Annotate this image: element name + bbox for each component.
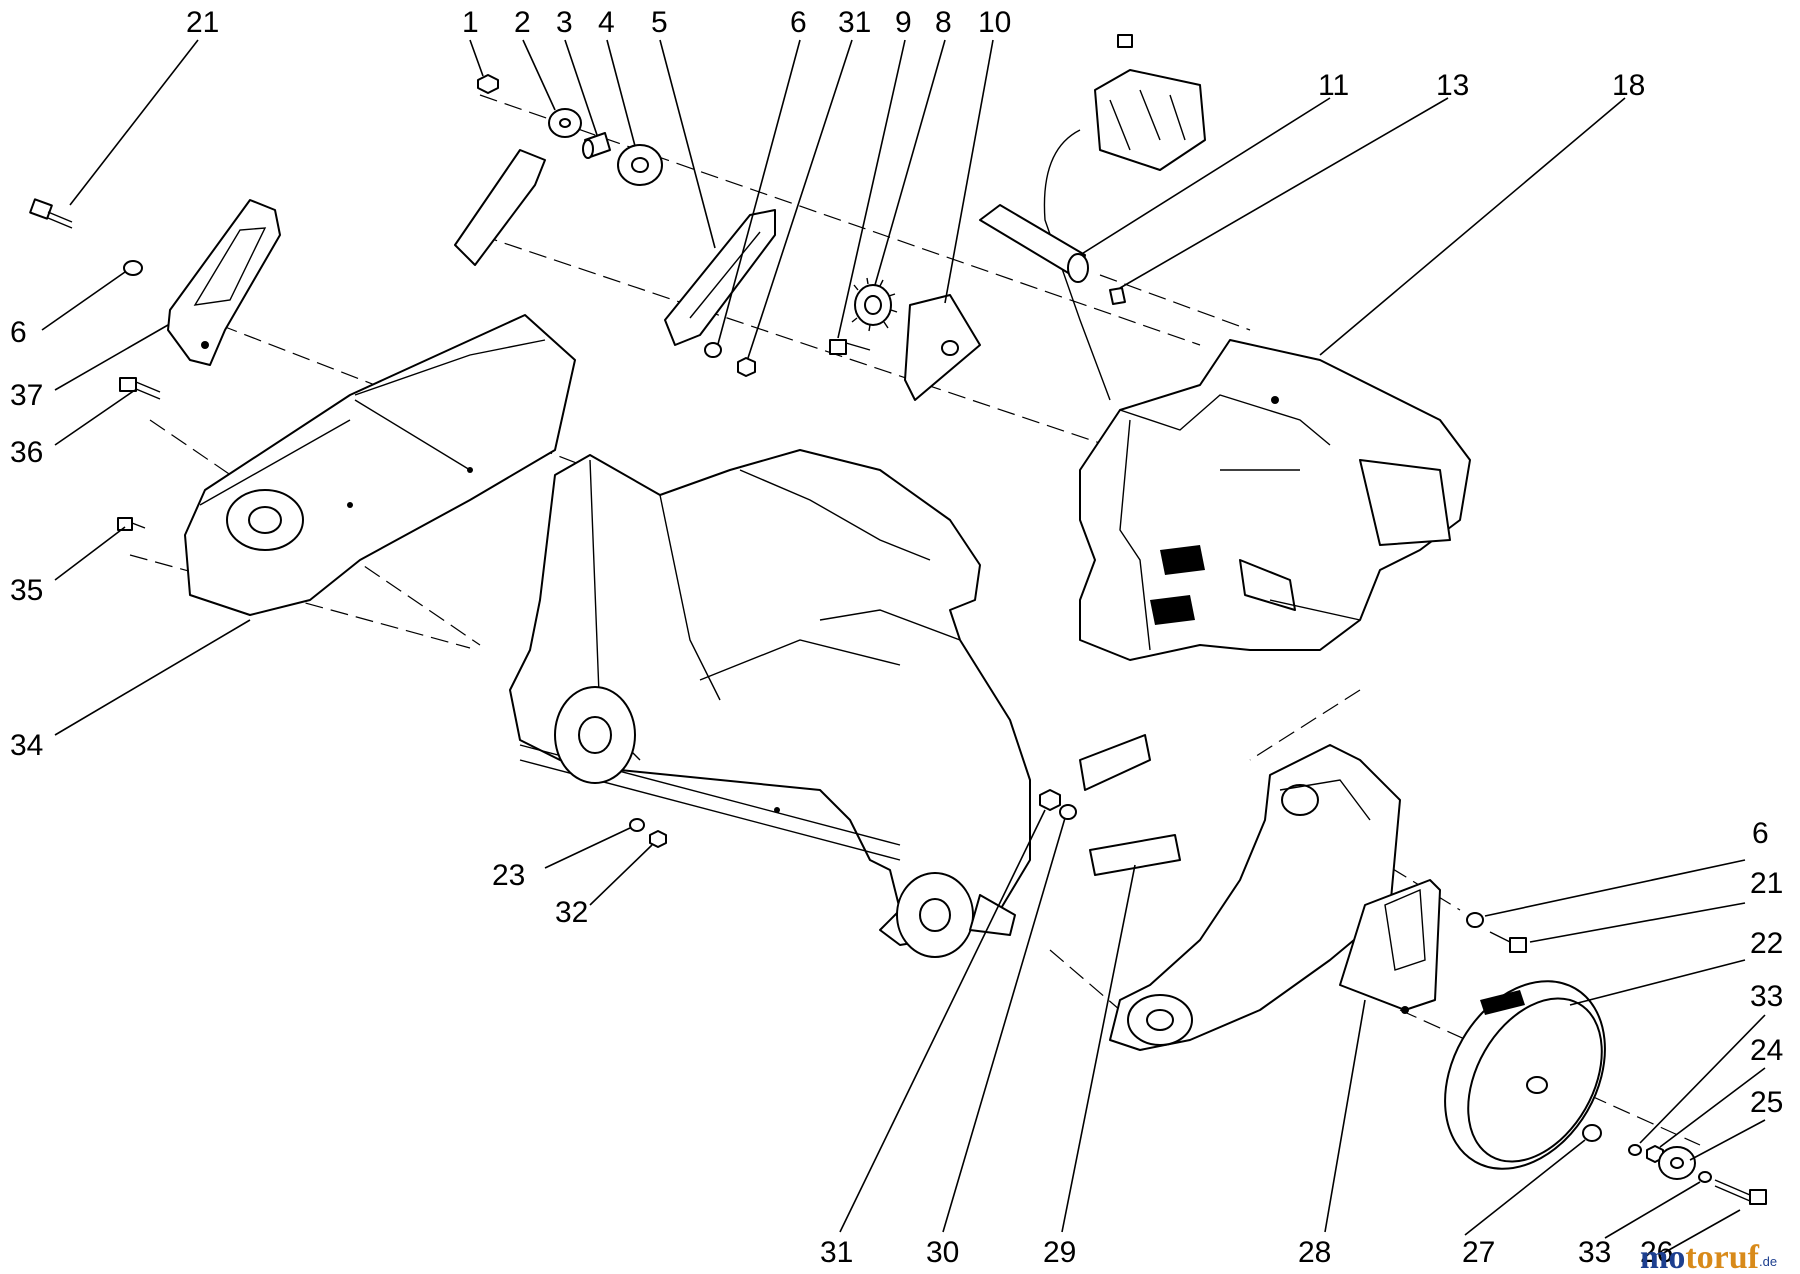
- wheel-part-22: [1444, 980, 1606, 1170]
- callout-labels: 21 1 2 3 4 5 6 31 9 8 10 11 13 18 6 37 3…: [10, 6, 1783, 1269]
- bushing-part-25: [1658, 1146, 1696, 1180]
- callout-18: 18: [1612, 69, 1645, 102]
- callout-35: 35: [10, 574, 43, 607]
- callout-6-top: 6: [790, 6, 807, 39]
- tube-part-11: [979, 204, 1089, 283]
- callout-33-right: 33: [1750, 980, 1783, 1013]
- callout-32: 32: [555, 896, 588, 929]
- callout-36: 36: [10, 436, 43, 469]
- callout-37: 37: [10, 379, 43, 412]
- right-bracket-part-28: [1339, 879, 1441, 1014]
- callout-2: 2: [514, 6, 531, 39]
- callout-1: 1: [462, 6, 479, 39]
- callout-33-bottom: 33: [1578, 1236, 1611, 1269]
- callout-31-top: 31: [838, 6, 871, 39]
- callout-11: 11: [1318, 69, 1349, 102]
- callout-34: 34: [10, 729, 43, 762]
- watermark-text: motoruf.de: [1640, 1239, 1777, 1274]
- shaft-keys: [1079, 734, 1181, 876]
- right-side-plate: [1109, 744, 1401, 1051]
- callout-4: 4: [598, 6, 615, 39]
- nut-part-31-top: [737, 357, 756, 377]
- callout-30: 30: [926, 1236, 959, 1269]
- auger-housing: [509, 449, 1031, 958]
- callout-29: 29: [1043, 1236, 1076, 1269]
- nut-part-31-bottom: [1039, 789, 1061, 811]
- callout-13: 13: [1436, 69, 1469, 102]
- callout-3: 3: [556, 6, 573, 39]
- engine-part-18: [1079, 339, 1471, 661]
- washer-part-33-bottom: [1698, 1171, 1712, 1183]
- bolt-part-35: [117, 517, 146, 531]
- callout-28: 28: [1298, 1236, 1331, 1269]
- washer-part-30: [1059, 804, 1077, 820]
- left-side-plate-part-34: [184, 314, 576, 616]
- washer-part-23: [629, 818, 645, 832]
- callout-21-top: 21: [186, 6, 219, 39]
- callout-23: 23: [492, 859, 525, 892]
- callout-8: 8: [935, 6, 952, 39]
- callout-5: 5: [651, 6, 668, 39]
- plate-part-10: [904, 294, 981, 401]
- nut-part-32: [649, 830, 667, 848]
- callout-26: 26: [1640, 1236, 1673, 1269]
- bolt-part-36: [119, 377, 161, 400]
- callout-10: 10: [978, 6, 1011, 39]
- callout-9: 9: [895, 6, 912, 39]
- chute-bracket-part-5: [664, 209, 776, 346]
- leader-lines: [41, 39, 1766, 1256]
- callout-6-right: 6: [1752, 817, 1769, 850]
- callout-31-bottom: 31: [820, 1236, 853, 1269]
- clip-part-13: [1109, 287, 1126, 305]
- washer-part-6-top: [704, 342, 722, 358]
- motoruf-watermark-logo: motoruf.de: [1640, 1239, 1777, 1274]
- washer-part-6-right: [1466, 912, 1484, 928]
- callout-24: 24: [1750, 1034, 1783, 1067]
- callout-27: 27: [1462, 1236, 1495, 1269]
- washer-part-33-right: [1628, 1144, 1642, 1156]
- bushing-part-27: [1582, 1124, 1602, 1142]
- callout-21-right: 21: [1750, 867, 1783, 900]
- washer-part-2: [548, 108, 582, 138]
- switch-assembly: [1043, 34, 1206, 401]
- callout-6-left: 6: [10, 316, 27, 349]
- left-bracket-part-37: [167, 199, 281, 366]
- gear-part-8: [851, 277, 898, 332]
- washer-part-6-left: [123, 260, 143, 276]
- spacer-part-3: [582, 132, 611, 159]
- nut-part-1: [477, 74, 499, 94]
- bolt-part-9: [829, 339, 871, 355]
- bolt-part-26: [1714, 1179, 1767, 1205]
- callout-22: 22: [1750, 927, 1783, 960]
- bushing-part-4: [617, 144, 663, 186]
- bolt-part-21-left: [29, 198, 73, 229]
- upper-plate: [454, 149, 546, 266]
- callout-25: 25: [1750, 1086, 1783, 1119]
- bolt-part-21-right: [1489, 931, 1527, 953]
